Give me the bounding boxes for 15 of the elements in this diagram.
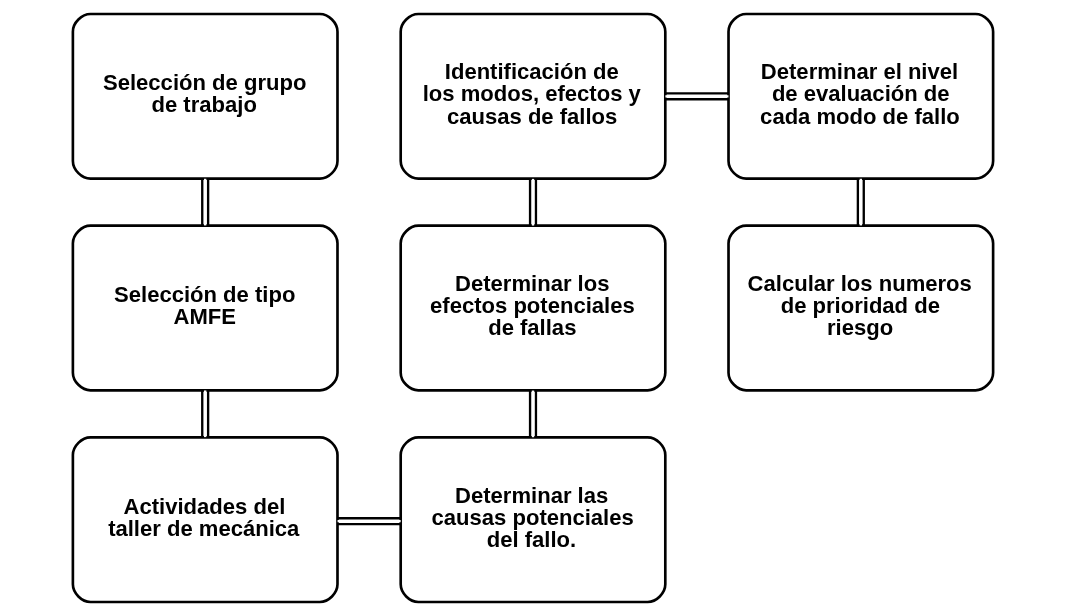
connector [200, 390, 209, 438]
node-box: Determinar las causas potenciales del fallo. [398, 436, 667, 604]
node-box: Determinar el nivel de evaluación de cada modo de fallo [726, 12, 994, 180]
node-box: Actividades del taller de mecánica [71, 436, 339, 604]
node-box: Determinar los efectos potenciales de fallas [398, 224, 667, 392]
connector [664, 92, 728, 101]
connector [200, 178, 209, 226]
connector [528, 178, 537, 226]
node-box: Calcular los numeros de prioridad de riesgo [726, 224, 994, 392]
node-box: Selección de tipo AMFE [71, 224, 339, 392]
connector [856, 178, 865, 226]
node-box: Selección de grupo de trabajo [71, 12, 339, 180]
connector [528, 390, 537, 438]
node-box: Identificación de los modos, efectos y causas de fallos [398, 12, 667, 180]
connector [337, 517, 401, 526]
